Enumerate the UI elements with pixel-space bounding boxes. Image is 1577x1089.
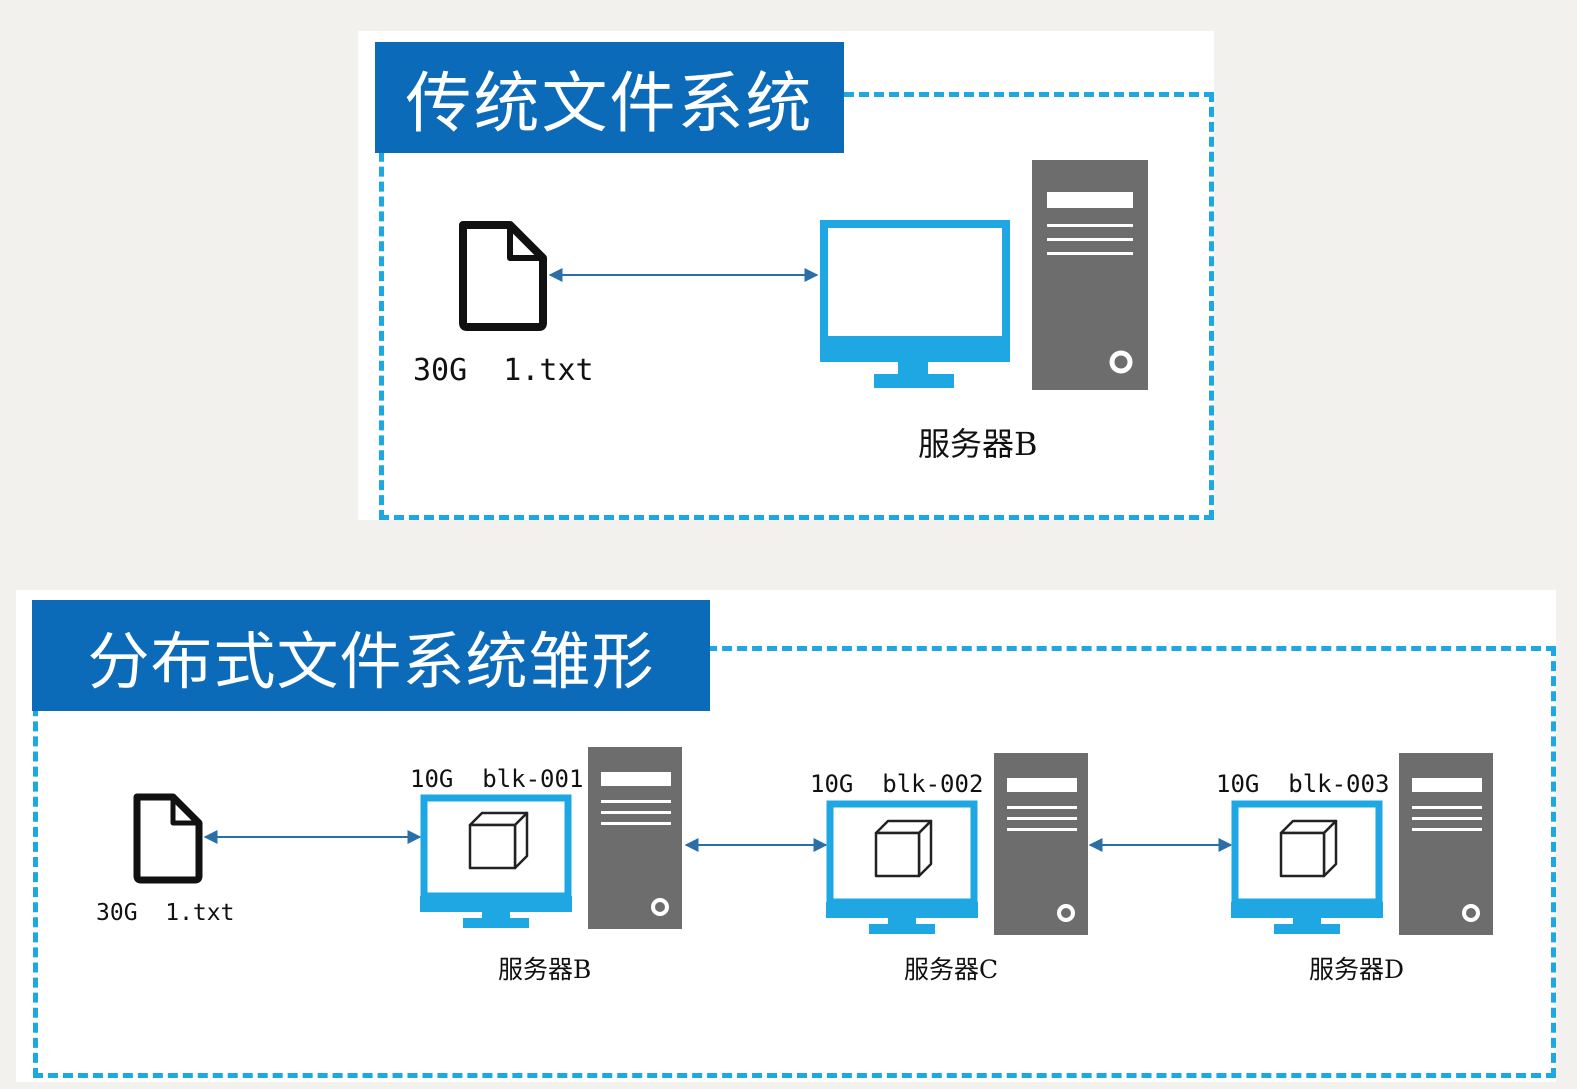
server-tower-icon xyxy=(1032,160,1148,390)
server-label-d: 服务器D xyxy=(1309,955,1405,984)
file-label: 30G 1.txt xyxy=(96,900,235,926)
distributed-title: 分布式文件系统雏形 xyxy=(32,600,710,711)
distributed-dashed-frame xyxy=(33,646,1556,1078)
server-tower-icon xyxy=(588,747,682,929)
cube-block-icon xyxy=(874,819,933,878)
cube-block-icon xyxy=(1279,819,1338,878)
server-tower-icon xyxy=(994,753,1088,935)
server-label: 服务器B xyxy=(918,425,1038,463)
block-label-1: 10G blk-001 xyxy=(410,765,584,793)
server-tower-icon xyxy=(1399,753,1493,935)
monitor-icon xyxy=(820,220,1010,388)
file-label: 30G 1.txt xyxy=(413,353,594,388)
block-label-2: 10G blk-002 xyxy=(810,770,984,798)
block-label-3: 10G blk-003 xyxy=(1216,770,1390,798)
server-label-b: 服务器B xyxy=(498,955,592,984)
traditional-title: 传统文件系统 xyxy=(375,42,844,153)
file-icon xyxy=(133,793,203,884)
server-label-c: 服务器C xyxy=(904,955,999,984)
file-icon xyxy=(459,221,547,331)
cube-block-icon xyxy=(468,811,529,870)
